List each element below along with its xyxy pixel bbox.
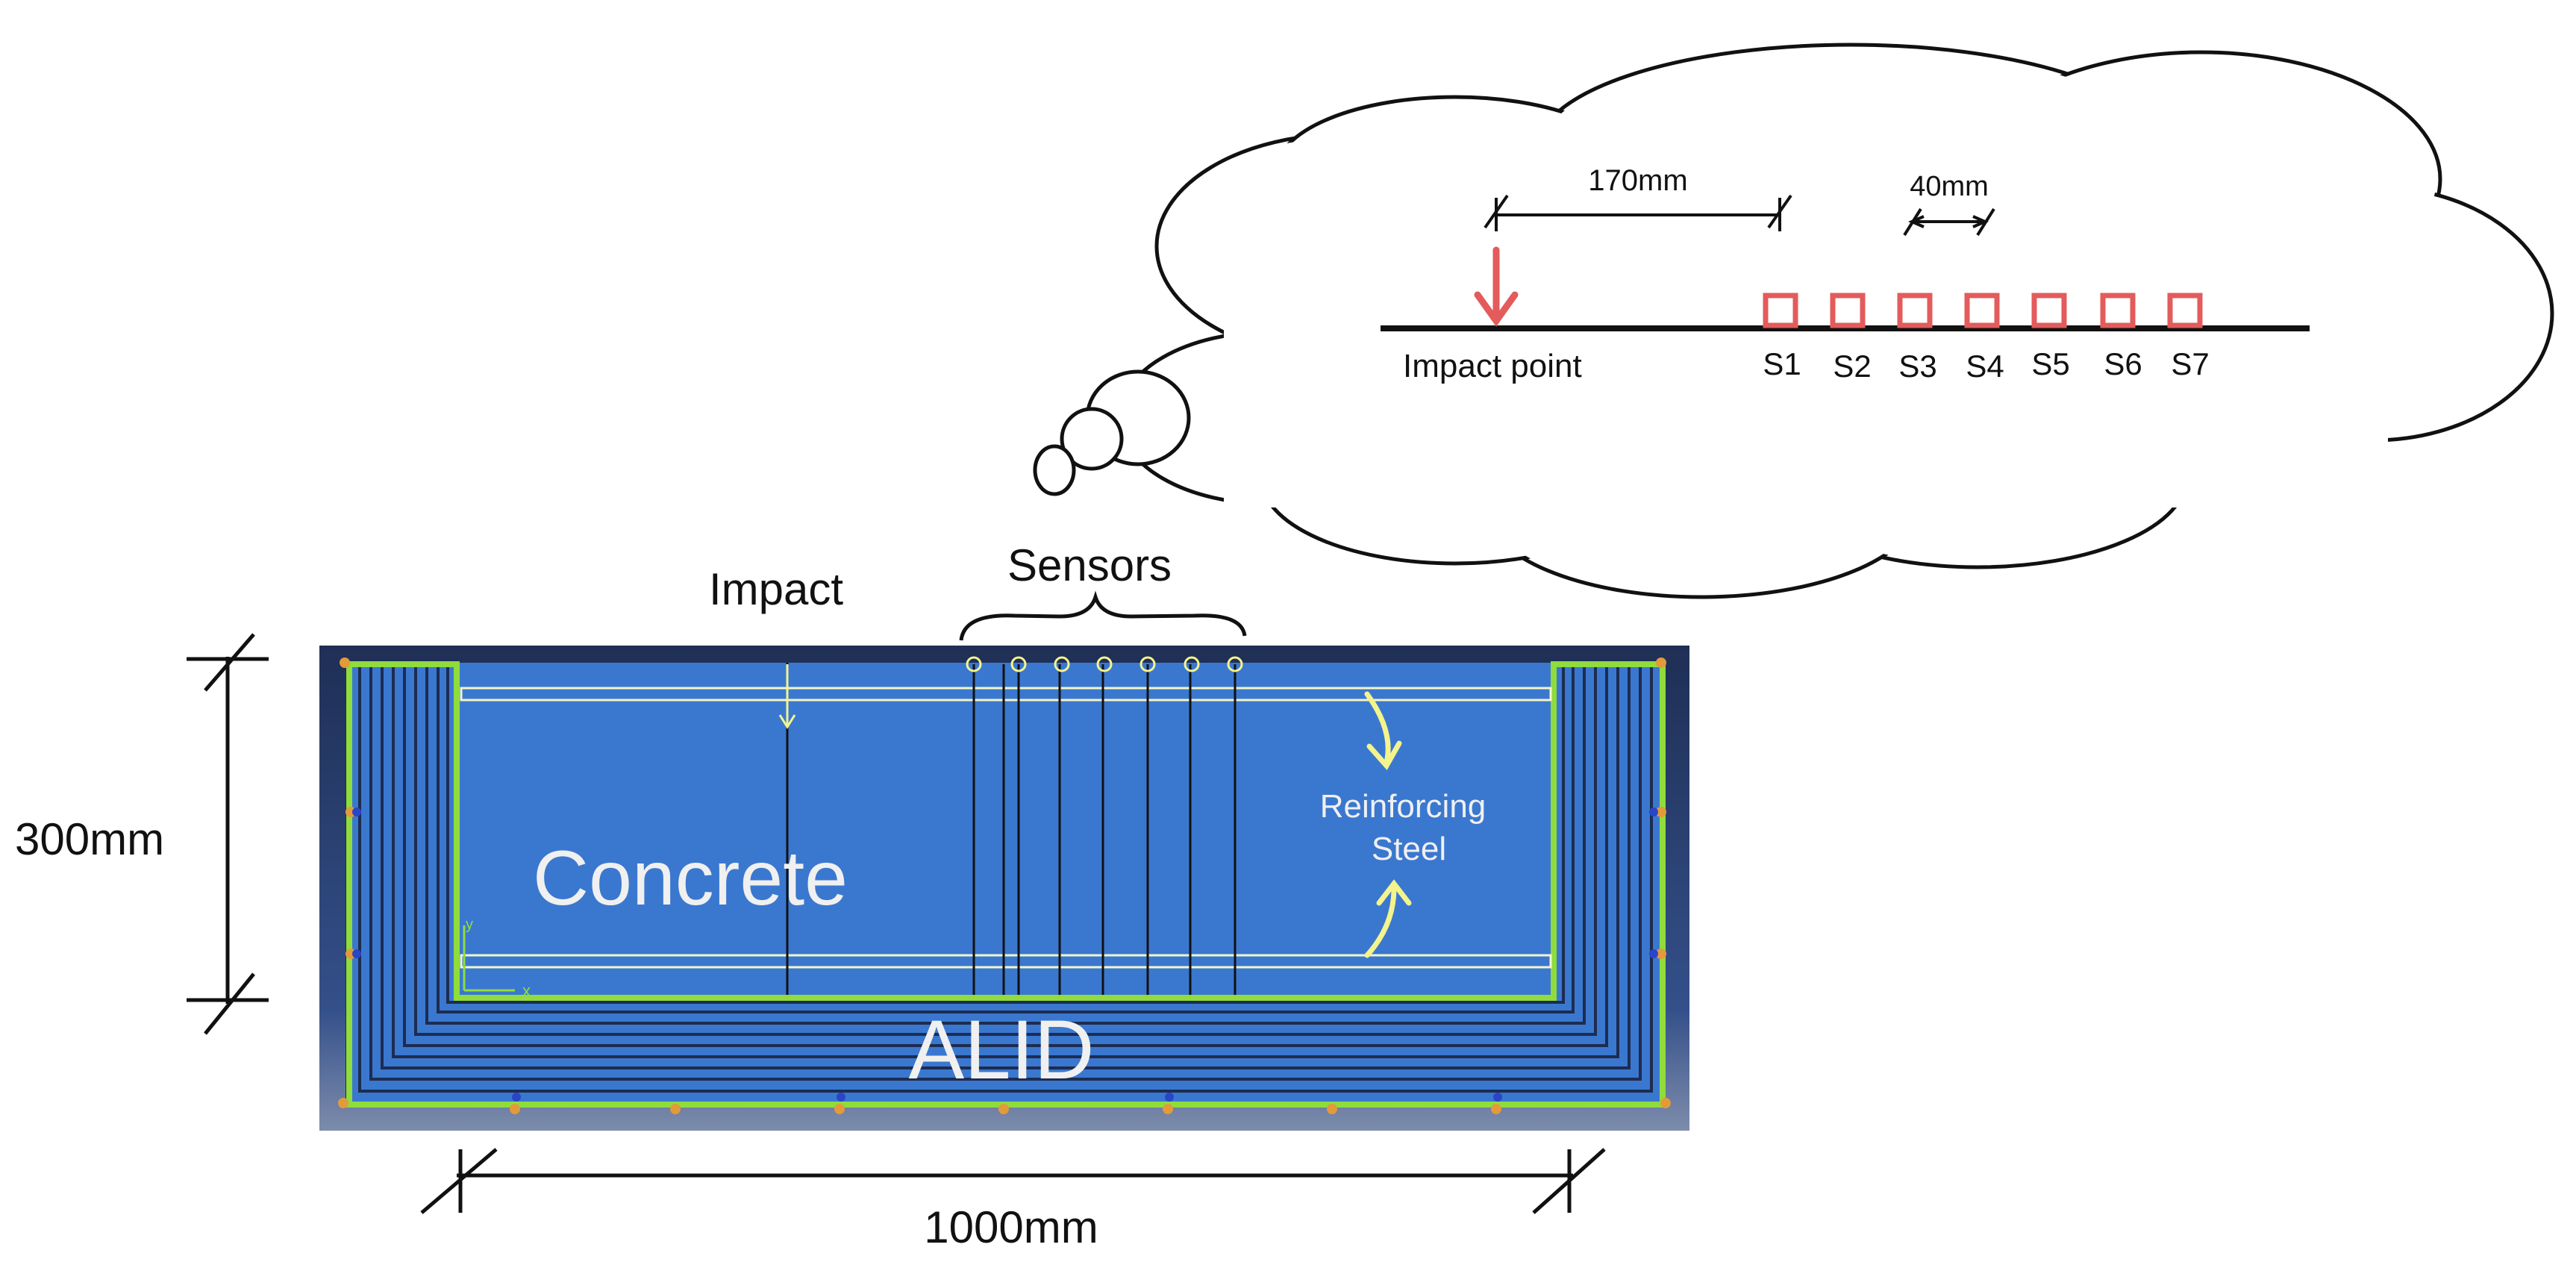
- sensors-brace: [959, 590, 1247, 641]
- concrete-block: [457, 663, 1554, 995]
- sensor-marker: [1964, 293, 2000, 328]
- dimension-300mm-label: 300mm: [15, 814, 164, 864]
- sensor-label: S2: [1833, 349, 1871, 384]
- sensor-marker: [1830, 293, 1866, 328]
- impact-arrow-icon: [778, 664, 796, 729]
- reinforcing-arrow-icon: [1364, 691, 1412, 958]
- boundary-condition-markers: [338, 658, 1671, 1114]
- axis-triad-icon: x y: [463, 916, 531, 1000]
- alid-label: ALID: [909, 1003, 1095, 1096]
- concrete-label: Concrete: [533, 835, 848, 922]
- sensor-marker: [1763, 293, 1798, 328]
- dimension-40mm-label: 40mm: [1910, 171, 1989, 202]
- dimension-40mm: [1903, 207, 1995, 237]
- sensor-nodes: [966, 656, 1243, 672]
- thought-bubble-small: [1033, 444, 1076, 496]
- sensor-layout-inset: Impact point 170mm 40mm: [1381, 164, 2310, 384]
- sensor-marker: [2167, 293, 2203, 328]
- dimension-170mm: [1484, 194, 1792, 231]
- sensor-label: S5: [2031, 346, 2069, 381]
- impact-arrow-icon: [1474, 246, 1519, 327]
- reinforcing-bar-top: [460, 687, 1552, 702]
- thought-cloud: [1033, 43, 2554, 599]
- sensor-label: S4: [1966, 349, 2004, 384]
- sensor-marker: [2031, 293, 2067, 328]
- sensor-label: S3: [1898, 349, 1936, 384]
- impact-point-label: Impact point: [1403, 348, 1582, 384]
- dimension-1000mm-label: 1000mm: [924, 1202, 1098, 1252]
- impact-label: Impact: [709, 564, 843, 614]
- reinforcing-bar-bottom: [460, 954, 1552, 969]
- svg-text:y: y: [466, 916, 473, 933]
- svg-text:x: x: [522, 981, 531, 1000]
- thought-bubble-medium: [1060, 407, 1124, 471]
- fe-model: x y: [319, 646, 1689, 1131]
- sensor-label: S6: [2104, 346, 2142, 381]
- alid-outline: [346, 661, 1666, 1108]
- dimension-300mm: [187, 633, 269, 1035]
- sensors-label: Sensors: [1007, 540, 1172, 590]
- reinforcing-steel-label: Reinforcing: [1320, 788, 1486, 825]
- dimension-170mm-label: 170mm: [1588, 164, 1687, 197]
- sensor-label: S1: [1763, 346, 1801, 381]
- sensor-lines: [972, 664, 1237, 995]
- dimension-1000mm: [420, 1148, 1606, 1214]
- sensor-label: S7: [2171, 346, 2209, 381]
- sensor-marker: [1897, 293, 1933, 328]
- reinforcing-steel-label: Steel: [1372, 831, 1446, 867]
- sensor-marker: [2100, 293, 2136, 328]
